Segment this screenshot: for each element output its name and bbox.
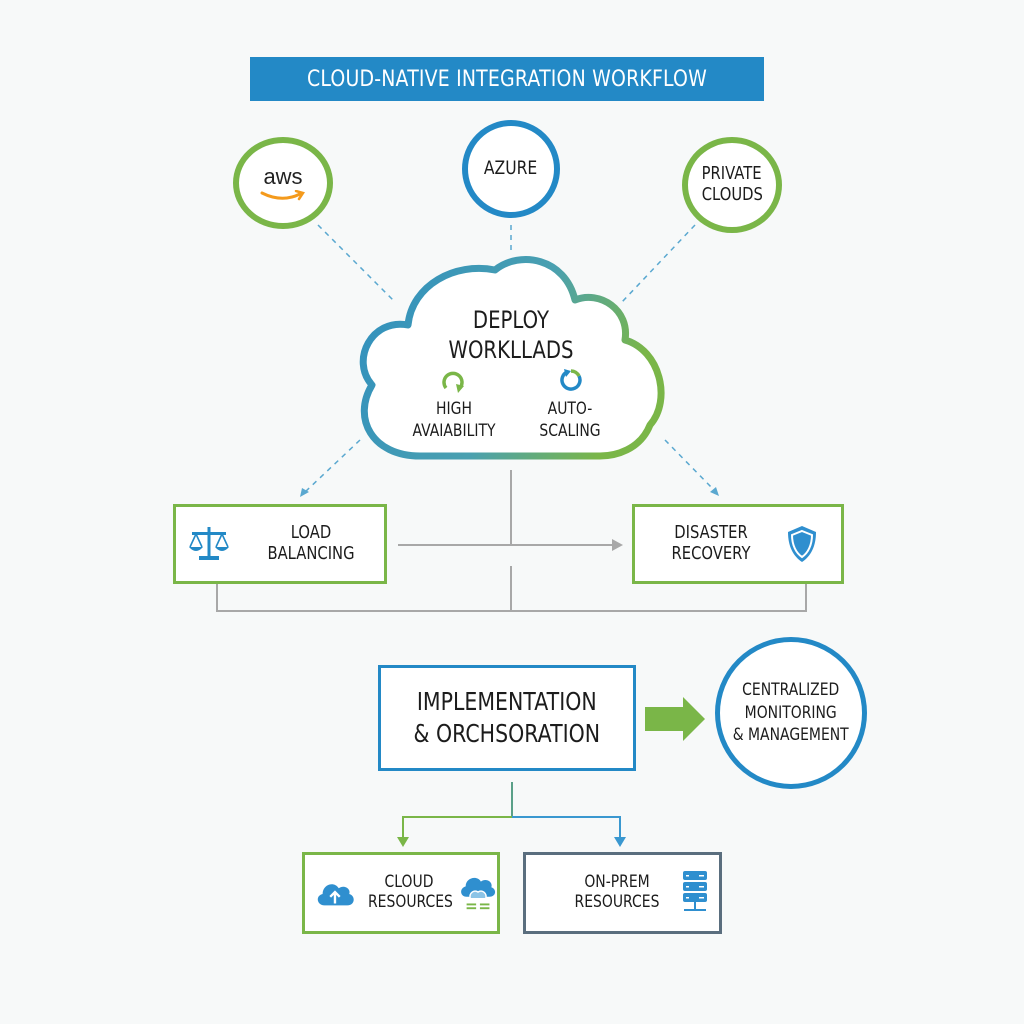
gray-arrowhead [612,539,623,551]
ha-line2: AVAIABILITY [412,421,496,442]
scales-icon [189,527,229,560]
aws-connector [317,224,396,303]
provider-aws[interactable]: aws [233,137,333,229]
impl-branch-green [402,816,512,840]
as-line1: AUTO- [547,399,593,419]
azure-label: AZURE [484,157,538,180]
deploy-workloads-title: DEPLOY WORKLLADS [436,305,585,365]
server-rack-icon [683,871,707,911]
green-arrow [645,697,705,741]
cr-line2: RESOURCES [367,892,453,912]
cloud-resources-box[interactable]: CLOUD RESOURCES [302,852,500,934]
deploy-cloud-shape [359,256,665,460]
impl-branch-blue-arrowhead [614,837,626,847]
shield-icon [788,526,816,562]
title-banner [250,57,764,101]
feature-high-availability: HIGH AVAIABILITY [406,398,503,442]
cloud-network-icon [461,877,496,910]
implementation-label: IMPLEMENTATION & ORCHSORATION [414,686,601,751]
implementation-box[interactable]: IMPLEMENTATION & ORCHSORATION [378,665,636,771]
cloud-to-lb-arrowhead [300,488,309,497]
deploy-title-line2: WORKLLADS [448,336,574,364]
cloud-to-dr-connector [664,439,715,491]
mon-line2: MONITORING [744,702,838,723]
refresh-cycle-icon [442,371,464,393]
provider-azure[interactable]: AZURE [462,120,560,218]
mon-line1: CENTRALIZED [742,679,840,700]
op-line1: ON-PREM [584,872,650,893]
impl-line2: & ORCHSORATION [413,719,601,748]
load-balancing-box[interactable]: LOAD BALANCING [173,504,387,584]
deploy-title-line1: DEPLOY [472,306,550,334]
private-label-line2: CLOUDS [701,184,763,205]
op-line2: RESOURCES [574,892,660,912]
gray-bottom-bracket [216,583,807,612]
ha-line1: HIGH [436,399,472,419]
disaster-recovery-box[interactable]: DISASTER RECOVERY [632,504,844,584]
impl-branch-green-arrowhead [397,837,409,847]
monitoring-label: CENTRALIZED MONITORING & MANAGEMENT [733,679,849,748]
cloud-resources-label: CLOUD RESOURCES [367,872,453,912]
on-prem-resources-label: ON-PREM RESOURCES [572,873,662,912]
private-label-line1: PRIVATE [702,163,762,185]
lb-line2: BALANCING [267,543,355,564]
disaster-recovery-label: DISASTER RECOVERY [665,523,757,564]
impl-branch-blue [512,816,621,840]
page-title: CLOUD-NATIVE INTEGRATION WORKFLOW [306,66,708,92]
dr-line2: RECOVERY [671,543,751,564]
private-connector [621,224,696,303]
mon-line3: & MANAGEMENT [733,725,849,746]
aws-label: aws [263,164,303,190]
feature-auto-scaling: AUTO- SCALING [525,398,615,442]
impl-line1: IMPLEMENTATION [417,686,597,716]
cloud-to-dr-arrowhead [710,487,719,496]
on-prem-resources-box[interactable]: ON-PREM RESOURCES [523,852,722,934]
load-balancing-label: LOAD BALANCING [266,523,356,564]
cloud-to-lb-connector [304,439,361,493]
provider-private-clouds[interactable]: PRIVATE CLOUDS [682,137,782,233]
as-line2: SCALING [539,421,601,442]
aws-logo-icon [260,189,305,200]
auto-refresh-icon [560,369,582,391]
dr-line1: DISASTER [674,522,748,544]
lb-line1: LOAD [290,522,332,544]
monitoring-circle[interactable]: CENTRALIZED MONITORING & MANAGEMENT [715,637,867,789]
cr-line1: CLOUD [384,872,434,893]
cloud-upload-icon [317,884,354,906]
